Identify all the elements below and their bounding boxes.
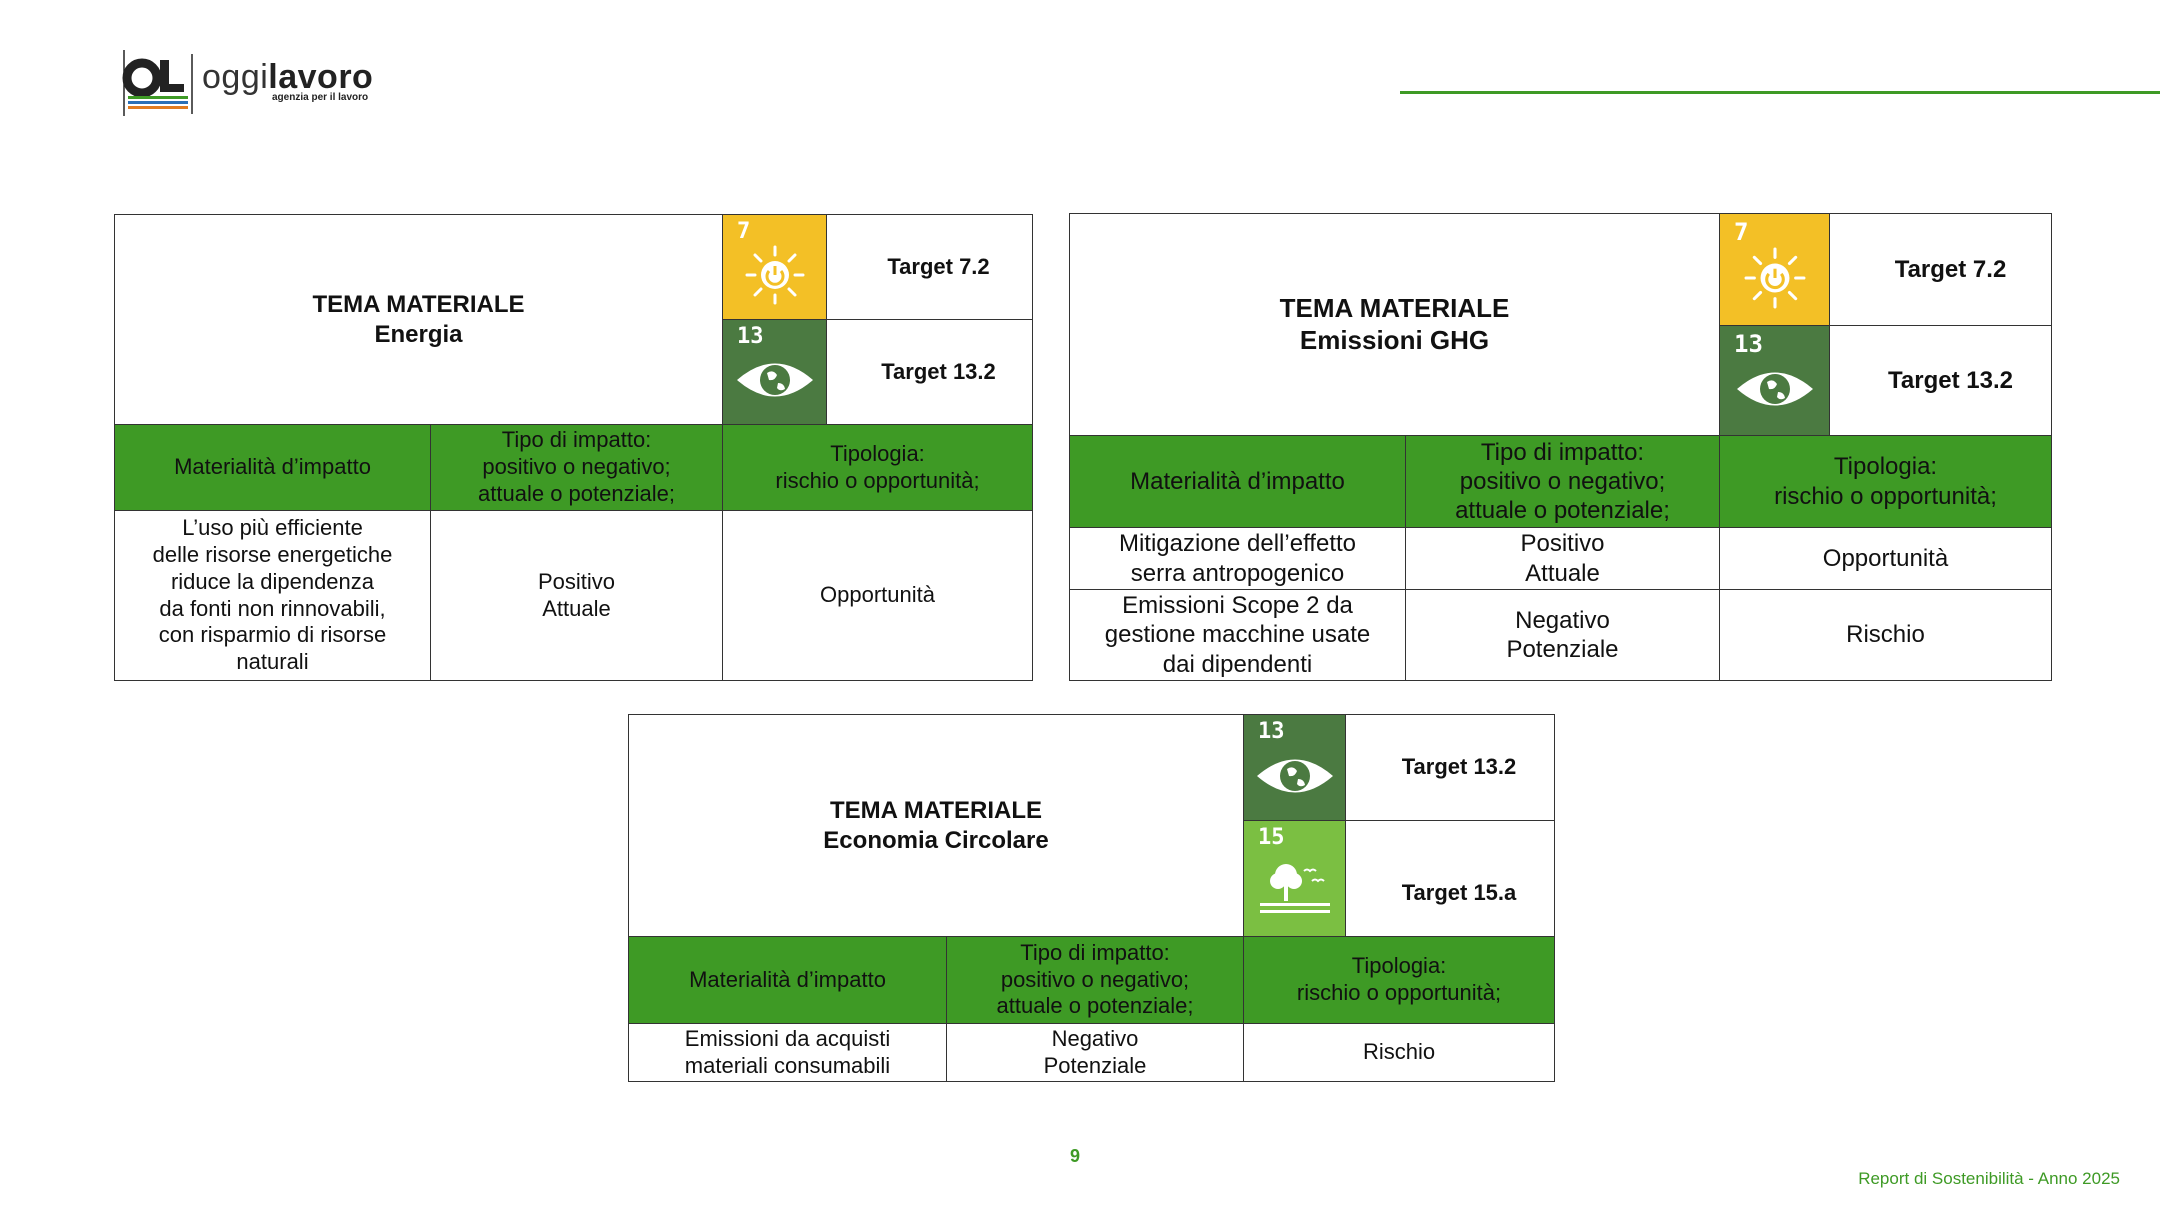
table-cell: Opportunità <box>722 510 1034 681</box>
sdg-7-badge: 7 <box>722 214 828 320</box>
column-header: Materialità d’impatto <box>628 936 947 1024</box>
table-cell: Rischio <box>1243 1023 1556 1082</box>
table-cell: Positivo Attuale <box>1405 527 1720 590</box>
sun-power-icon <box>1744 247 1805 309</box>
column-header: Tipo di impatto: positivo o negativo; at… <box>945 936 1245 1024</box>
sdg-7-badge: 7 <box>1719 213 1830 326</box>
column-header: Tipo di impatto: positivo o negativo; at… <box>429 424 724 511</box>
column-header: Tipologia: rischio o opportunità; <box>1243 936 1556 1024</box>
table-cell: Mitigazione dell’effetto serra antropoge… <box>1069 527 1406 590</box>
sdg-15-badge: 15 <box>1243 820 1347 937</box>
sdg-target-label: Target 13.2 <box>1829 325 2052 436</box>
sdg-13-badge: 13 <box>1719 325 1830 436</box>
brand-name: oggilavoro <box>202 58 374 96</box>
table-cell: Rischio <box>1719 589 2052 681</box>
table-cell: Positivo Attuale <box>429 510 724 681</box>
sdg-target-label: Target 7.2 <box>1829 213 2052 326</box>
eye-globe-icon <box>1256 759 1333 793</box>
sdg-target-label: Target 13.2 <box>1345 714 1556 821</box>
sun-power-icon <box>745 245 805 305</box>
sdg-target-label: Target 15.a <box>1345 820 1556 937</box>
tree-birds-icon <box>1259 863 1330 913</box>
sdg-target-label: Target 13.2 <box>826 319 1034 425</box>
column-header: Tipologia: rischio o opportunità; <box>1719 435 2052 528</box>
table-cell: Emissioni da acquisti materiali consumab… <box>628 1023 947 1082</box>
table-cell: L’uso più efficiente delle risorse energ… <box>114 510 431 681</box>
column-header: Tipologia: rischio o opportunità; <box>722 424 1034 511</box>
header-rule <box>1400 91 2160 94</box>
sdg-13-badge: 13 <box>1243 714 1347 821</box>
table-cell: Opportunità <box>1719 527 2052 590</box>
eye-globe-icon <box>736 363 813 397</box>
table-cell: Emissioni Scope 2 da gestione macchine u… <box>1069 589 1406 681</box>
table-cell: Negativo Potenziale <box>945 1023 1245 1082</box>
column-header: Materialità d’impatto <box>1069 435 1406 528</box>
eye-globe-icon <box>1736 372 1813 406</box>
page-number: 9 <box>1070 1146 1081 1166</box>
sdg-13-badge: 13 <box>722 319 828 425</box>
column-header: Materialità d’impatto <box>114 424 431 511</box>
ol-logo-icon <box>122 50 193 116</box>
column-header: Tipo di impatto: positivo o negativo; at… <box>1405 435 1720 528</box>
sdg-target-label: Target 7.2 <box>826 214 1034 320</box>
brand-tagline: agenzia per il lavoro <box>272 92 369 103</box>
table-cell: Negativo Potenziale <box>1405 589 1720 681</box>
report-footer: Report di Sostenibilità - Anno 2025 <box>1858 1169 2120 1188</box>
